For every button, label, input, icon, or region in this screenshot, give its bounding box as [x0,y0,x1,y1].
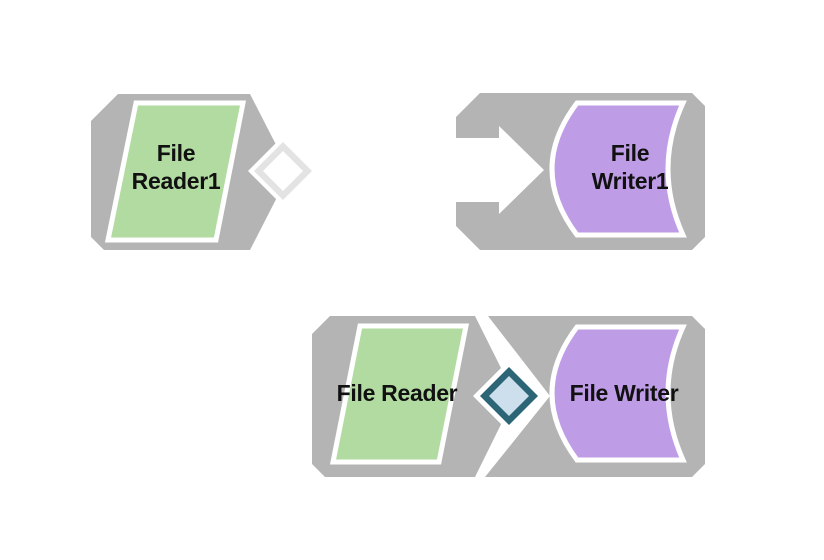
port-hole [263,151,303,191]
input-port-empty-socket[interactable] [456,126,544,214]
node-file-reader-overlay [329,323,470,465]
node-file-writer-1[interactable]: File Writer1 [456,93,705,250]
reader-parallelogram-icon[interactable] [329,323,470,465]
node-label-line2: Reader1 [132,168,221,194]
node-label-line1: File [611,140,649,166]
reader-parallelogram-icon[interactable] [104,100,247,243]
node-label-file-writer: File Writer [570,380,679,406]
writer-stored-data-icon[interactable] [549,324,687,463]
output-port-open-diamond[interactable] [248,136,318,206]
node-file-writer[interactable] [485,316,705,477]
node-label-line1: File [157,140,195,166]
node-label-file-reader: File Reader [337,380,458,406]
node-label-line2: Writer1 [592,168,669,194]
port-fill [489,376,529,416]
node-file-reader-1[interactable]: File Reader1 [91,94,318,250]
writer-stored-data-icon[interactable] [549,100,687,238]
connection-port-diamond[interactable] [473,360,545,432]
